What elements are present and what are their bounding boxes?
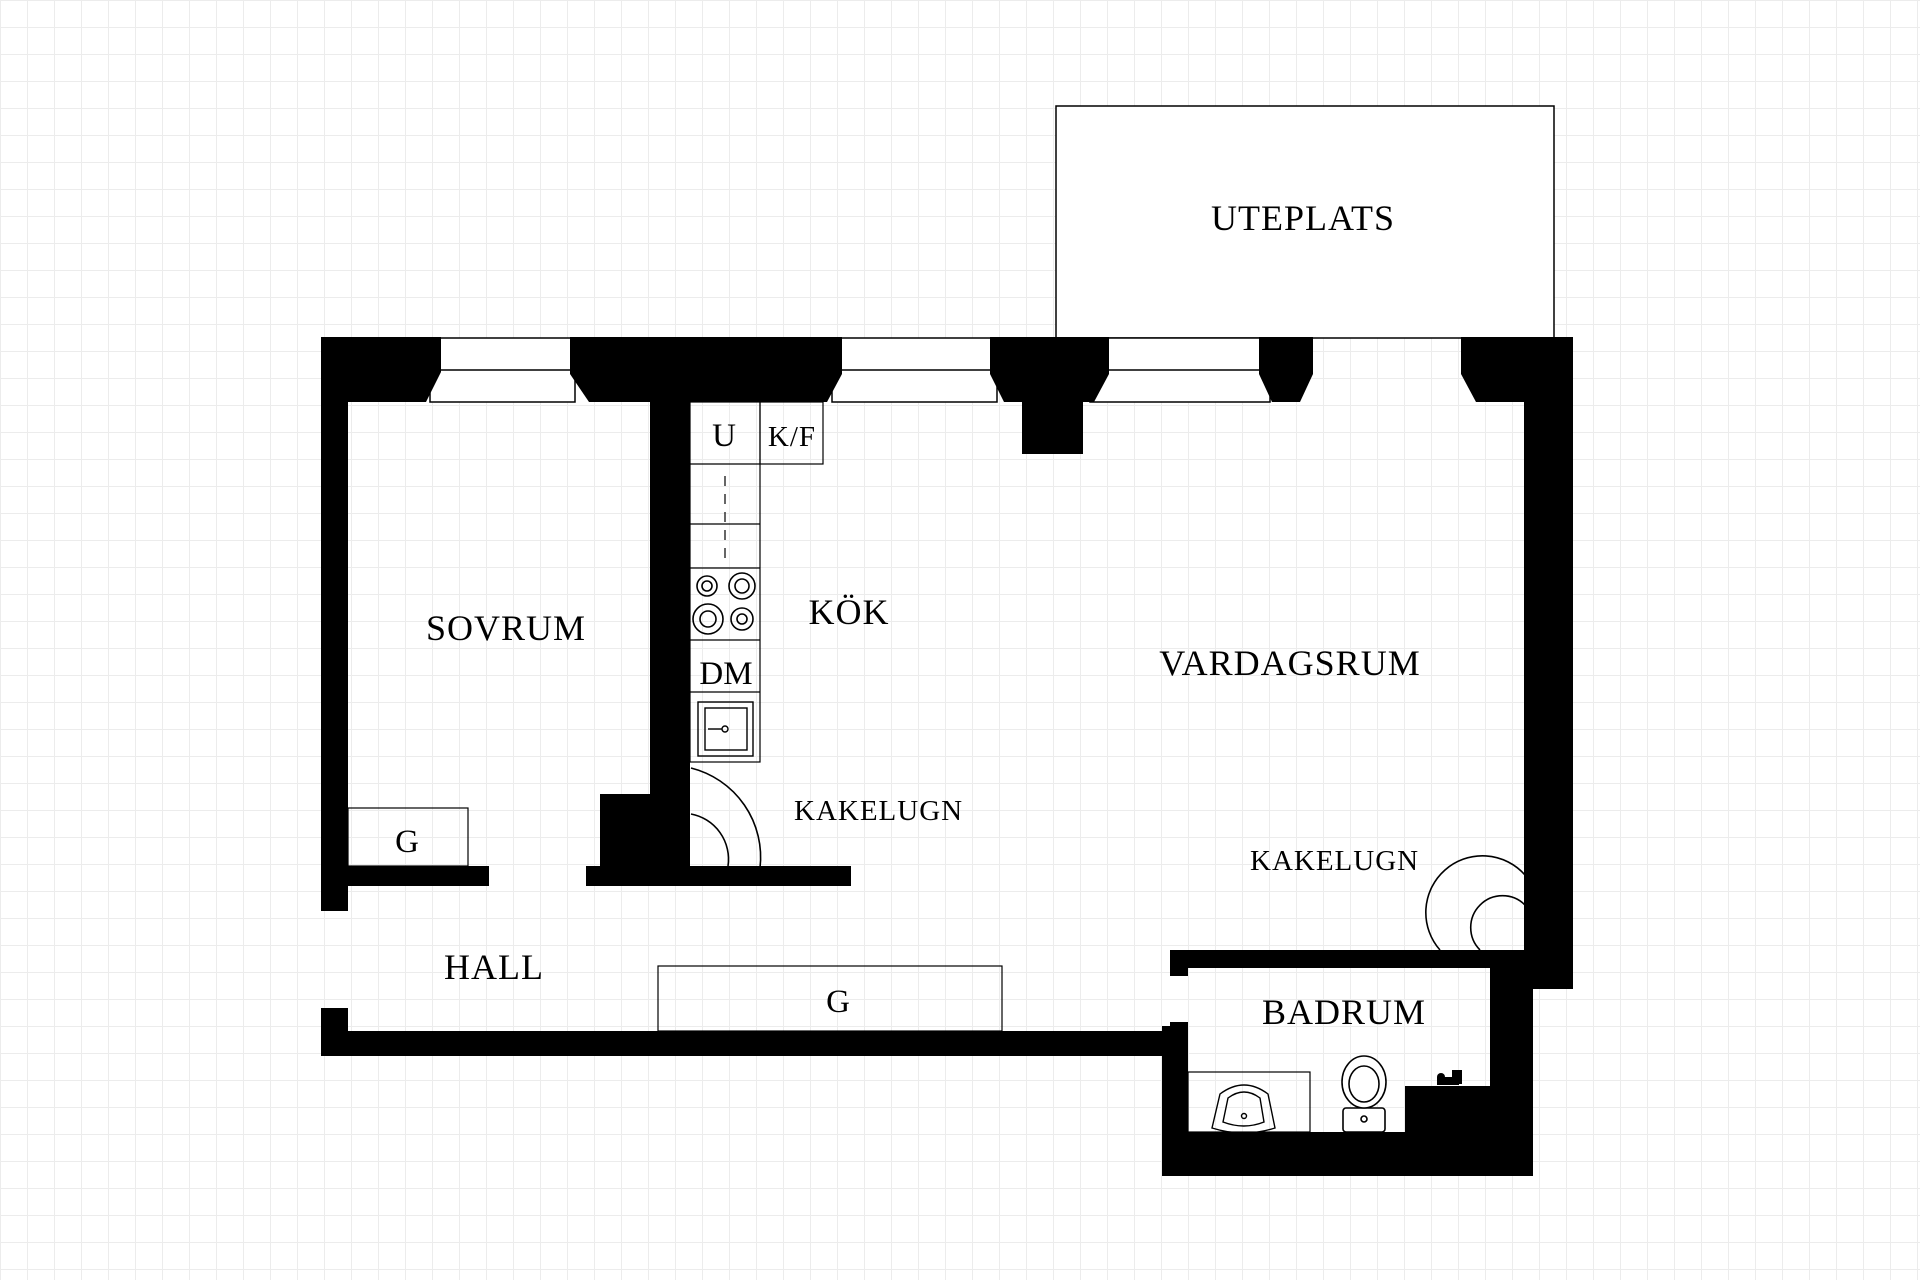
kitchen-sink [697, 701, 754, 757]
label-fridge-freezer: K/F [768, 421, 816, 453]
bathroom-counter [1187, 1071, 1311, 1133]
label-wardrobe-sovrum: G [395, 824, 419, 860]
walls [321, 337, 1573, 1176]
kakelugn-vardagsrum [1425, 855, 1526, 951]
label-kakelugn-vardagsrum: KAKELUGN [1250, 845, 1419, 877]
toilet [1341, 1055, 1387, 1133]
stove [692, 572, 756, 635]
label-vardagsrum: VARDAGSRUM [1159, 643, 1420, 683]
label-fridge: U [712, 418, 736, 454]
kitchen-counter [689, 401, 824, 763]
uteplats-outline [1055, 105, 1555, 339]
label-uteplats: UTEPLATS [1211, 198, 1395, 238]
kakelugn-kok [690, 767, 762, 869]
bathroom-sink [1211, 1084, 1276, 1134]
label-sovrum: SOVRUM [426, 608, 586, 648]
wardrobe-hall [657, 965, 1003, 1032]
label-dishwasher: DM [699, 656, 752, 692]
faucet-icon [1437, 1070, 1462, 1085]
wardrobe-sovrum [347, 807, 469, 867]
label-hall: HALL [444, 947, 544, 987]
label-wardrobe-hall: G [826, 984, 850, 1020]
label-kakelugn-kok: KAKELUGN [794, 795, 963, 827]
label-kok: KÖK [809, 592, 890, 632]
label-badrum: BADRUM [1262, 992, 1426, 1032]
